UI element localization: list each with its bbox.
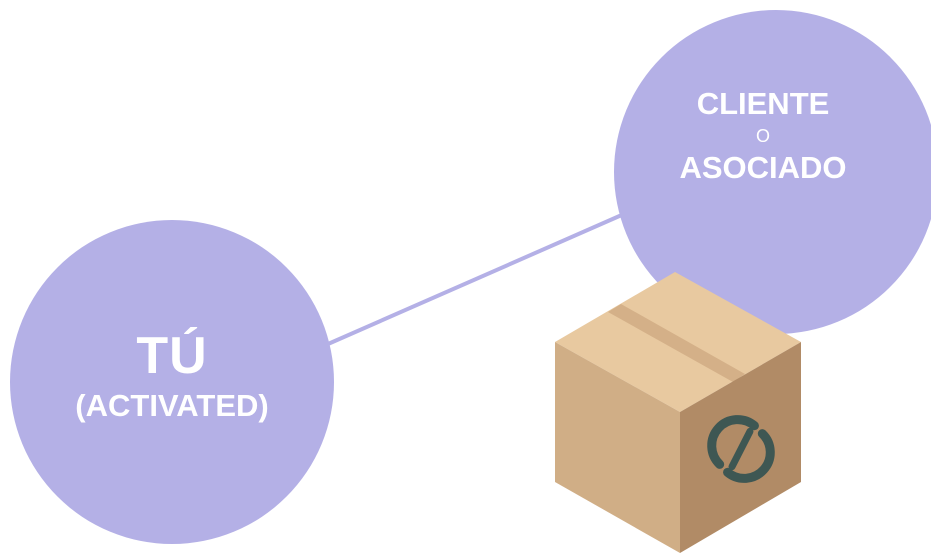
you-title: TÚ <box>136 327 208 385</box>
client-title: CLIENTE <box>696 86 830 121</box>
box-tape <box>608 304 745 382</box>
you-subtitle: (ACTIVATED) <box>75 388 269 423</box>
circular-arrows-logo-icon <box>707 415 775 483</box>
client-connector-word: O <box>755 126 770 146</box>
circle-you: TÚ (ACTIVATED) <box>10 220 334 544</box>
package-box-icon <box>555 272 801 553</box>
client-associate-title: ASOCIADO <box>679 150 847 185</box>
box-left-face <box>555 342 680 553</box>
